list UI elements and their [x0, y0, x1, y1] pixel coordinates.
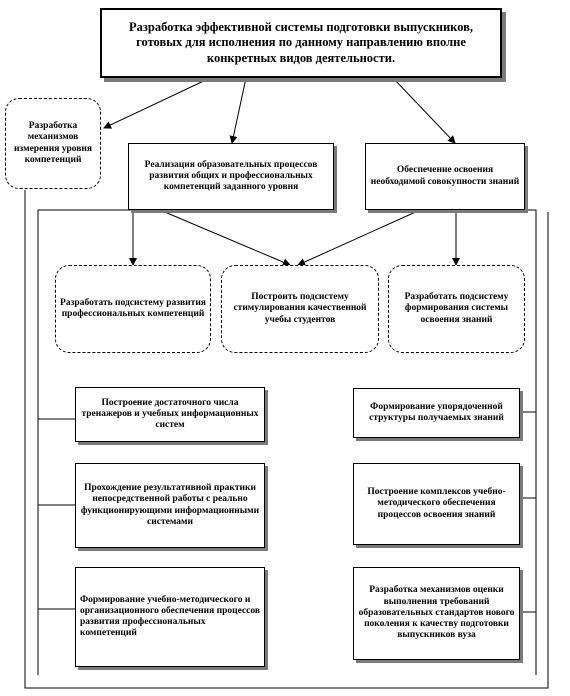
arrow-realization-to-motivation [159, 209, 291, 266]
knowledge-subsystem-box: Разработать подсистему формирования сист… [388, 265, 525, 353]
motivation-subsystem-box: Построить подсистему стимулирования каче… [221, 265, 379, 353]
arrow-top-to-knowledge [392, 77, 456, 144]
right-item-3-box: Разработка механизмов оценки выполнения … [353, 567, 520, 660]
motivation-subsystem-text: Построить подсистему стимулирования каче… [233, 292, 367, 325]
competence-subsystem-box: Разработать подсистему развития професси… [55, 265, 211, 353]
left-item-1-text: Построение достаточного числа тренажеров… [81, 397, 259, 431]
knowledge-subsystem-text: Разработать подсистему формирования сист… [404, 292, 509, 325]
goal-box: Разработка эффективной системы подготовк… [100, 8, 502, 78]
left-item-3-text: Формирование учебно-методического и орга… [80, 594, 261, 639]
left-item-2-box: Прохождение результативной практики непо… [75, 463, 265, 548]
arrow-top-to-measure [103, 77, 211, 129]
goal-text: Разработка эффективной системы подготовк… [128, 20, 474, 65]
line-realization-left-bus [37, 209, 133, 675]
right-item-2-box: Построение комплексов учебно-методическо… [353, 463, 520, 545]
right-item-3-text: Разработка механизмов оценки выполнения … [358, 585, 515, 641]
line-measure-outer [24, 190, 549, 689]
competence-subsystem-text: Разработать подсистему развития професси… [60, 297, 206, 319]
realization-text: Реализация образовательных процессов раз… [144, 159, 318, 193]
right-item-2-text: Построение комплексов учебно-методическо… [367, 487, 506, 520]
arrow-top-to-realization [229, 77, 247, 144]
left-item-3-box: Формирование учебно-методического и орга… [75, 567, 265, 667]
knowledge-text: Обеспечение освоения необходимой совокуп… [370, 165, 520, 187]
arrow-knowledge-to-motivation [297, 209, 421, 266]
knowledge-box: Обеспечение освоения необходимой совокуп… [365, 143, 525, 210]
right-item-1-text: Формирование упорядоченной структуры пол… [369, 401, 504, 423]
measure-box: Разработка механизмов измерения уровня к… [5, 98, 101, 189]
left-item-1-box: Построение достаточного числа тренажеров… [75, 387, 265, 442]
right-item-1-box: Формирование упорядоченной структуры пол… [353, 388, 520, 438]
realization-box: Реализация образовательных процессов раз… [128, 143, 334, 210]
measure-text: Разработка механизмов измерения уровня к… [13, 121, 93, 165]
left-item-2-text: Прохождение результативной практики непо… [80, 483, 260, 527]
line-knowledge-right-bus [525, 209, 537, 675]
